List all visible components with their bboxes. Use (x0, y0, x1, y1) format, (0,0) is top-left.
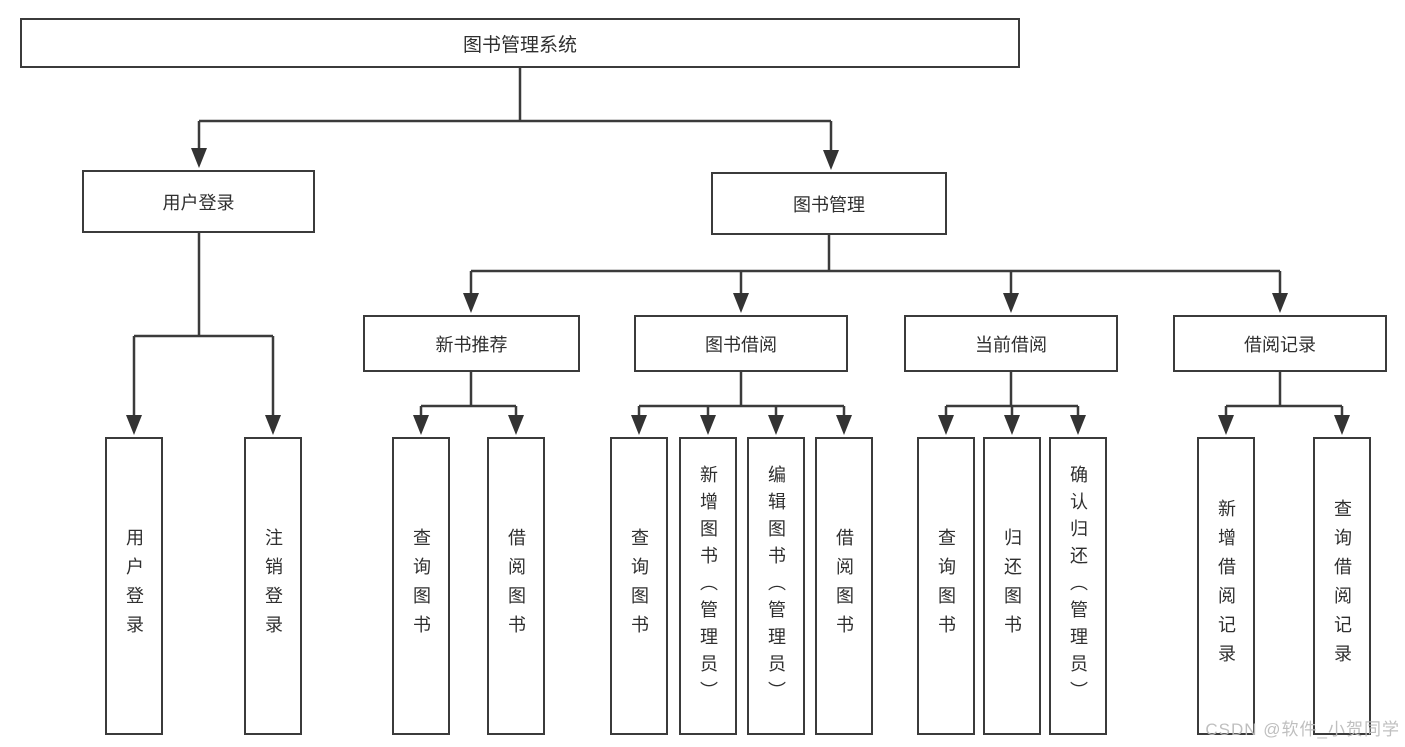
connector-book-management-arrowheads (463, 293, 1288, 313)
leaf-borrow-query: 查询图书 (610, 437, 668, 735)
connector-book-borrow-lines (637, 372, 846, 417)
leaf-new-book-borrow: 借阅图书 (487, 437, 545, 735)
connector-book-borrow-to-leaves (631, 372, 852, 435)
node-root: 图书管理系统 (20, 18, 1020, 68)
node-book-management: 图书管理 (711, 172, 947, 235)
connector-root-lines (197, 68, 833, 152)
connector-current-borrow-to-leaves (938, 372, 1086, 435)
connector-new-book-arrowheads (413, 415, 524, 435)
node-current-borrow: 当前借阅 (904, 315, 1118, 372)
connector-book-management-lines (469, 235, 1282, 294)
connector-root-to-level2 (191, 68, 839, 170)
connector-user-login-to-leaves (126, 233, 281, 435)
node-new-book-recommend: 新书推荐 (363, 315, 580, 372)
node-user-login: 用户登录 (82, 170, 315, 233)
node-borrow-records: 借阅记录 (1173, 315, 1387, 372)
connector-borrow-records-arrowheads (1218, 415, 1350, 435)
leaf-records-add: 新增借阅记录 (1197, 437, 1255, 735)
csdn-watermark: CSDN @软件_小贺同学 (1205, 720, 1400, 739)
connector-new-book-lines (419, 372, 518, 417)
connector-book-management-to-level3 (463, 235, 1288, 313)
leaf-borrow-borrow: 借阅图书 (815, 437, 873, 735)
leaf-logout: 注销登录 (244, 437, 302, 735)
connector-borrow-records-to-leaves (1218, 372, 1350, 435)
leaf-user-login: 用户登录 (105, 437, 163, 735)
connector-current-borrow-lines (944, 372, 1080, 417)
leaf-borrow-add-admin: 新增图书（管理员） (679, 437, 737, 735)
leaf-current-query: 查询图书 (917, 437, 975, 735)
leaf-new-book-query: 查询图书 (392, 437, 450, 735)
leaf-records-query: 查询借阅记录 (1313, 437, 1371, 735)
leaf-current-return: 归还图书 (983, 437, 1041, 735)
connector-current-borrow-arrowheads (938, 415, 1086, 435)
connector-root-arrowheads (191, 148, 839, 170)
connector-borrow-records-lines (1224, 372, 1344, 417)
leaf-current-confirm-return-admin: 确认归还（管理员） (1049, 437, 1107, 735)
connector-user-login-lines (132, 233, 275, 417)
leaf-borrow-edit-admin: 编辑图书（管理员） (747, 437, 805, 735)
connector-user-login-arrowheads (126, 415, 281, 435)
connector-book-borrow-arrowheads (631, 415, 852, 435)
node-book-borrow: 图书借阅 (634, 315, 848, 372)
connector-new-book-to-leaves (413, 372, 524, 435)
